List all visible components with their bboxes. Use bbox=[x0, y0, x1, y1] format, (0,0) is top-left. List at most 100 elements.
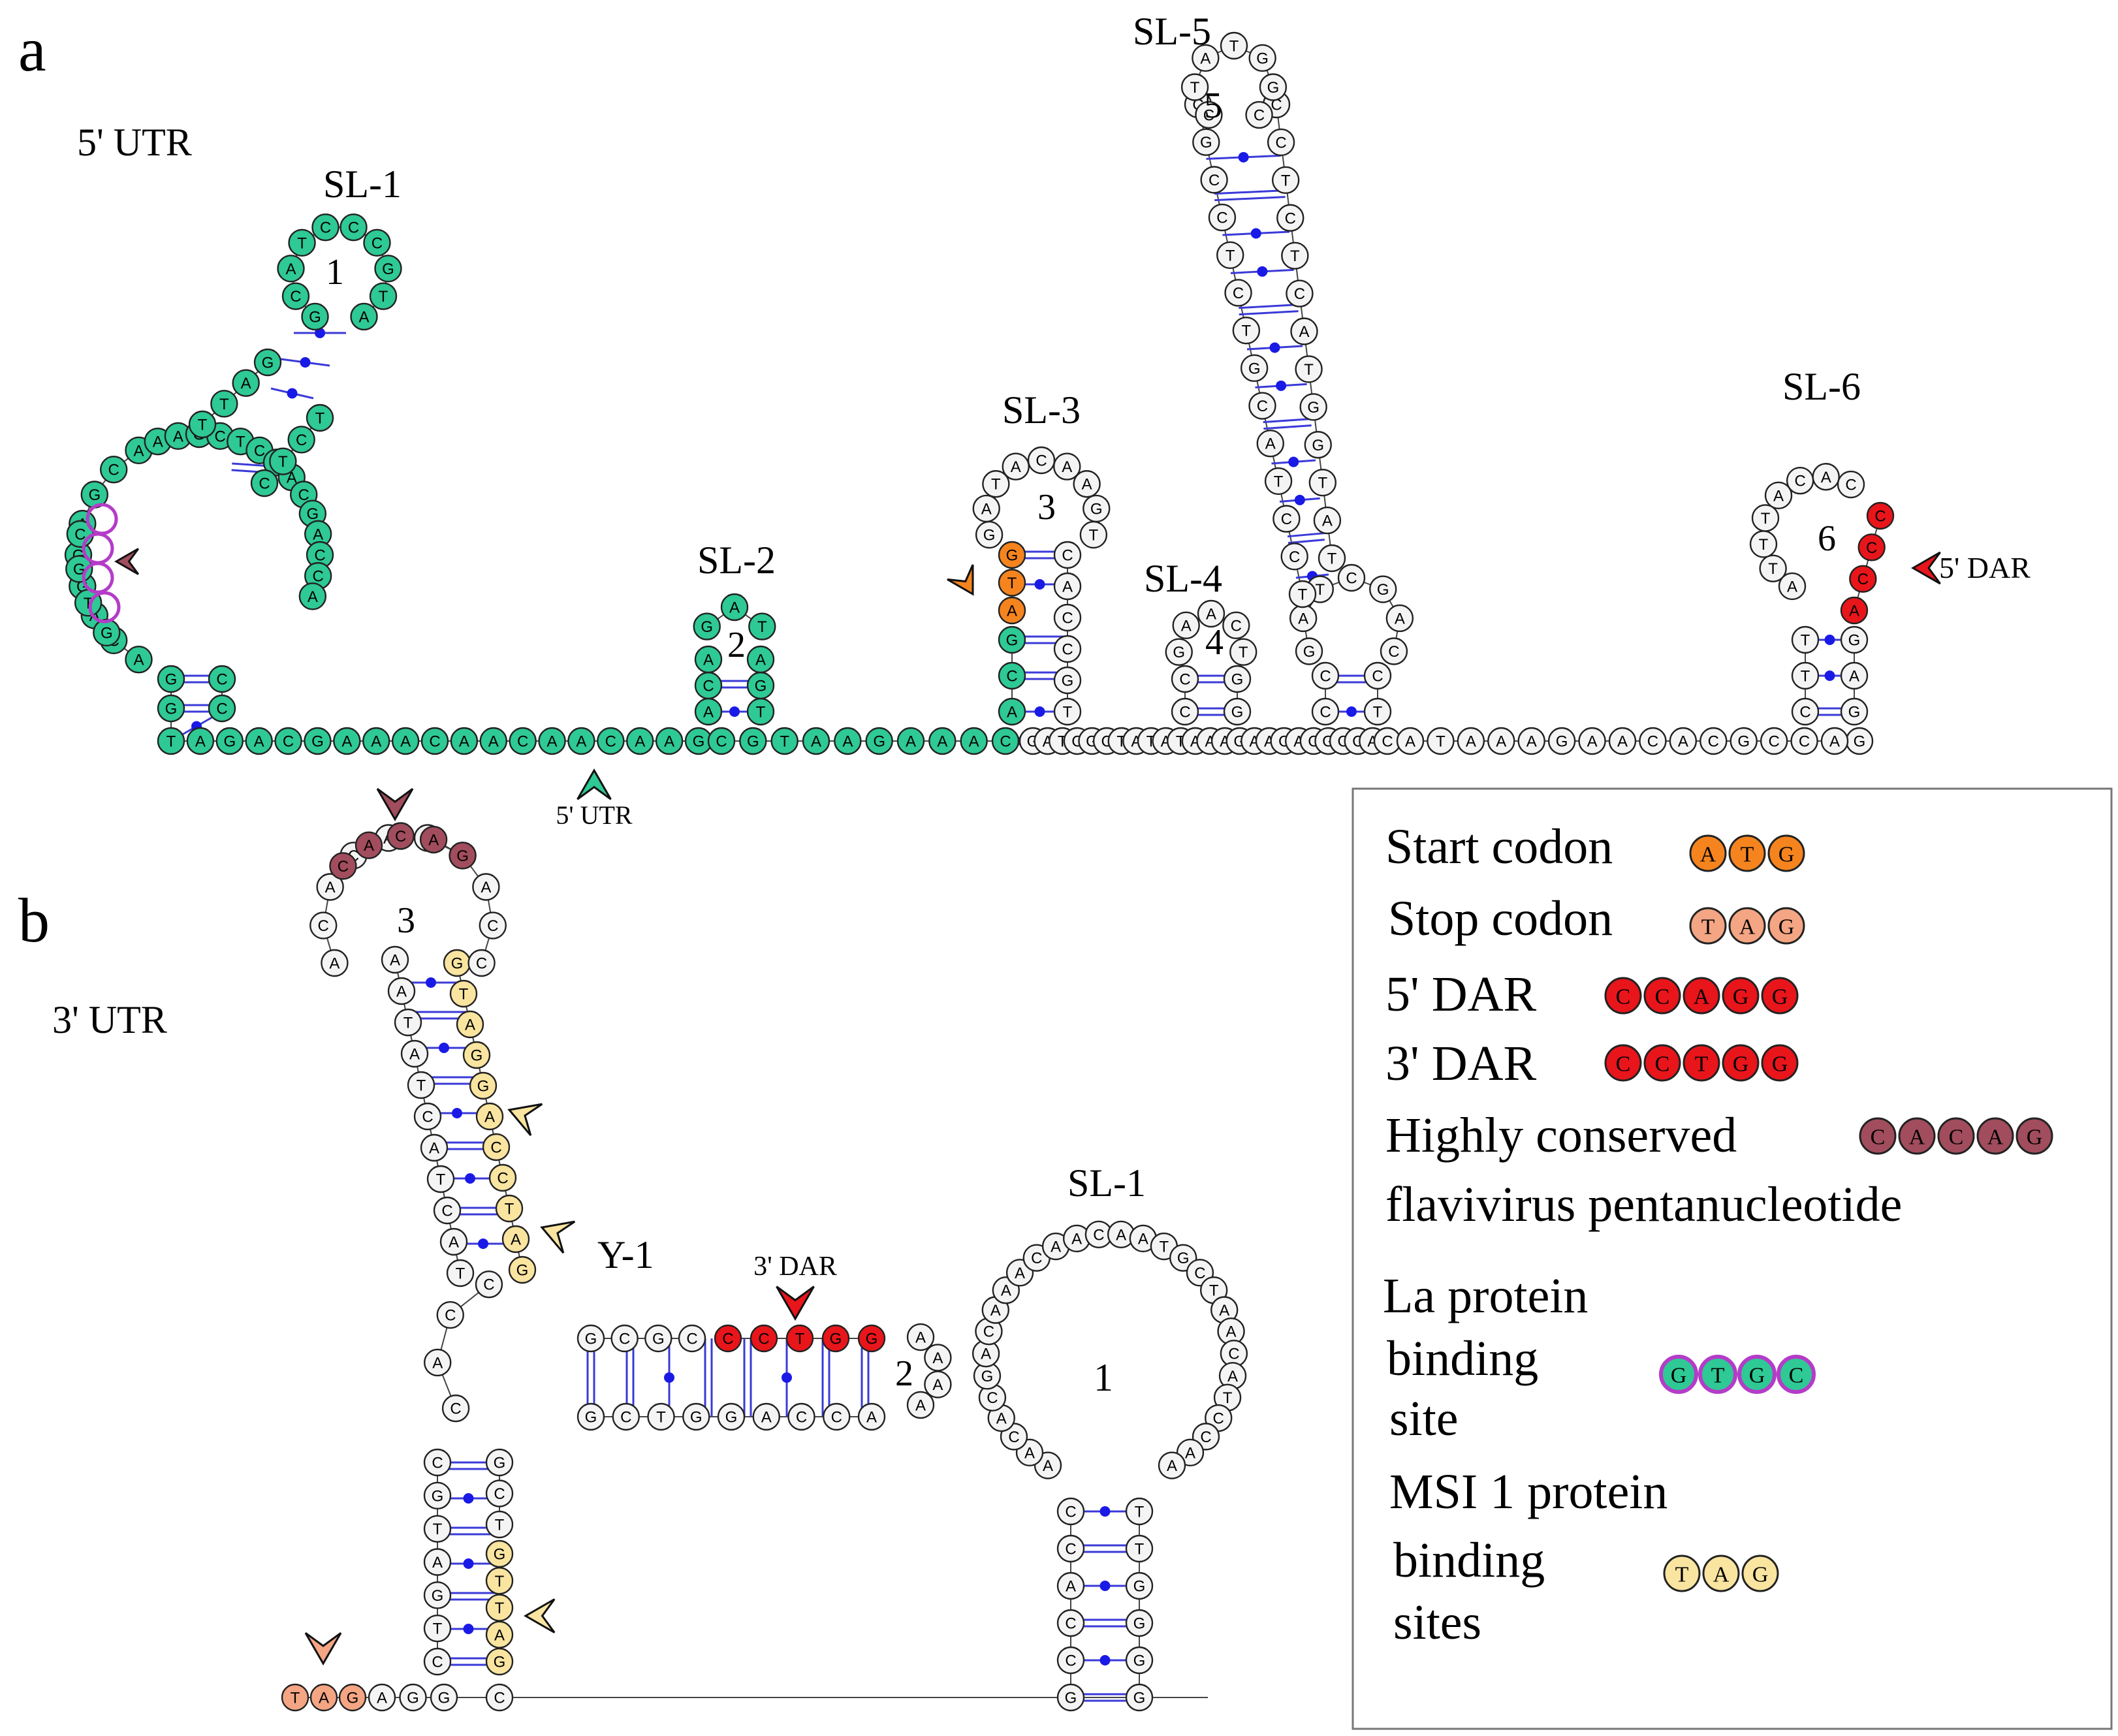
nt-pentanucleotide: G bbox=[449, 842, 477, 870]
nt-y1-arm-left: C bbox=[413, 1102, 442, 1131]
svg-text:A: A bbox=[996, 1410, 1007, 1428]
nt-5utr-backbone: A bbox=[655, 727, 684, 755]
nt-msi-site: G bbox=[469, 1071, 498, 1100]
legend-nt-la: C bbox=[1777, 1355, 1816, 1394]
legend-nt-msi: A bbox=[1702, 1555, 1740, 1592]
base-pair bbox=[294, 328, 346, 338]
svg-text:A: A bbox=[400, 733, 411, 751]
svg-text:A: A bbox=[1526, 733, 1537, 751]
svg-text:C: C bbox=[1257, 398, 1268, 415]
nt-sl5-right: T bbox=[1271, 166, 1300, 195]
svg-text:C: C bbox=[1320, 668, 1331, 686]
svg-text:C: C bbox=[722, 1331, 733, 1348]
svg-text:G: G bbox=[307, 505, 319, 523]
svg-text:C: C bbox=[716, 733, 727, 751]
svg-text:A: A bbox=[329, 955, 340, 973]
nt-loop2: A bbox=[906, 1391, 935, 1419]
svg-text:A: A bbox=[313, 526, 323, 543]
nt-5utr-backbone: A bbox=[362, 727, 390, 755]
svg-text:G: G bbox=[1267, 79, 1280, 97]
nt-y1-arm-lower: C bbox=[787, 1402, 815, 1431]
svg-text:T: T bbox=[1089, 527, 1099, 544]
svg-text:A: A bbox=[449, 1234, 459, 1252]
svg-text:A: A bbox=[1298, 610, 1308, 627]
nt-3dar: G bbox=[821, 1324, 850, 1353]
nt-sl1-top: C bbox=[340, 213, 368, 242]
nt-y1-stem: G bbox=[485, 1448, 514, 1477]
marker-5dar-a bbox=[1910, 551, 1941, 585]
svg-text:A: A bbox=[915, 1397, 926, 1414]
svg-text:C: C bbox=[445, 1307, 456, 1325]
nt-y1-arm-lower: G bbox=[717, 1402, 746, 1431]
svg-text:G: G bbox=[494, 1455, 506, 1472]
svg-text:C: C bbox=[1616, 985, 1631, 1009]
svg-text:T: T bbox=[1436, 733, 1446, 751]
nt-msi-site: G bbox=[485, 1539, 514, 1568]
nt-sl5-left: C bbox=[1272, 505, 1301, 533]
nt-5utr-backbone: A bbox=[1578, 727, 1606, 755]
svg-text:C: C bbox=[1216, 210, 1227, 227]
svg-text:A: A bbox=[1043, 1457, 1053, 1475]
legend-nt-msi: T bbox=[1663, 1555, 1701, 1592]
base-pair bbox=[782, 1338, 792, 1417]
svg-text:G: G bbox=[1200, 134, 1212, 151]
legend-5dar-label: 5' DAR bbox=[1385, 967, 1536, 1022]
marker-start-codon-a bbox=[947, 564, 974, 596]
nt-sl2: A bbox=[694, 697, 723, 726]
legend-nt-la: G bbox=[1659, 1355, 1698, 1394]
legend-nt-dar5: G bbox=[1722, 977, 1760, 1015]
panel-a-letter: a bbox=[18, 14, 46, 84]
loop-a-6: 6 bbox=[1818, 518, 1836, 559]
nt-5utr-backbone: A bbox=[1608, 727, 1637, 755]
svg-text:T: T bbox=[1225, 247, 1235, 264]
nt-sl1-b-stem: C bbox=[1056, 1497, 1085, 1526]
svg-text:G: G bbox=[585, 1409, 597, 1427]
svg-text:C: C bbox=[605, 733, 616, 751]
svg-text:G: G bbox=[1006, 632, 1019, 650]
legend-nt-penta: G bbox=[2015, 1117, 2053, 1155]
nt-5utr-backbone: T bbox=[770, 727, 798, 755]
svg-text:G: G bbox=[88, 486, 101, 504]
loop-a-3: 3 bbox=[1037, 487, 1056, 528]
loop-b-3: 3 bbox=[397, 900, 415, 941]
nt-y1-junction: C bbox=[436, 1301, 464, 1329]
nt-sl1-b-stem: T bbox=[1125, 1497, 1154, 1526]
nt-msi-site: C bbox=[482, 1133, 511, 1161]
base-pair bbox=[1255, 380, 1307, 391]
svg-text:C: C bbox=[441, 1203, 452, 1220]
nt-sl1-b-stem: T bbox=[1125, 1534, 1154, 1563]
svg-text:T: T bbox=[1373, 704, 1383, 721]
svg-text:C: C bbox=[796, 1409, 807, 1427]
nt-sl1-stem: T bbox=[269, 447, 297, 475]
svg-text:G: G bbox=[101, 624, 113, 642]
svg-text:A: A bbox=[1062, 458, 1072, 476]
svg-text:C: C bbox=[1065, 1615, 1076, 1633]
nt-loop2: A bbox=[924, 1344, 952, 1372]
svg-text:A: A bbox=[1001, 1282, 1011, 1300]
svg-text:T: T bbox=[656, 1409, 666, 1427]
svg-text:G: G bbox=[1778, 915, 1795, 939]
panel-a-region: 5' UTR bbox=[77, 121, 192, 164]
svg-text:C: C bbox=[313, 568, 324, 586]
svg-text:T: T bbox=[1239, 644, 1248, 661]
nt-5utr-backbone: G bbox=[739, 727, 767, 755]
nt-sl3-loop: G bbox=[975, 520, 1004, 549]
nt-y1-stem: G bbox=[423, 1481, 452, 1510]
nt-start-codon: T bbox=[998, 569, 1026, 597]
svg-text:A: A bbox=[703, 704, 714, 721]
nt-sl5-left: C bbox=[1280, 543, 1308, 571]
loop-a-1: 1 bbox=[326, 252, 344, 292]
nt-sl5-right: T bbox=[1318, 544, 1346, 573]
svg-text:G: G bbox=[382, 260, 394, 278]
svg-text:T: T bbox=[495, 1600, 505, 1617]
svg-text:G: G bbox=[983, 527, 996, 544]
svg-text:A: A bbox=[1265, 435, 1276, 453]
nt-loop2: A bbox=[924, 1370, 952, 1398]
nt-pentanucleotide: A bbox=[355, 831, 383, 859]
svg-text:A: A bbox=[932, 1349, 943, 1367]
svg-text:C: C bbox=[283, 733, 294, 751]
svg-text:C: C bbox=[1228, 1346, 1239, 1363]
svg-text:A: A bbox=[981, 1346, 991, 1363]
nt-5utr-backbone: A bbox=[479, 727, 507, 755]
nt-y1-stem: G bbox=[423, 1581, 452, 1609]
